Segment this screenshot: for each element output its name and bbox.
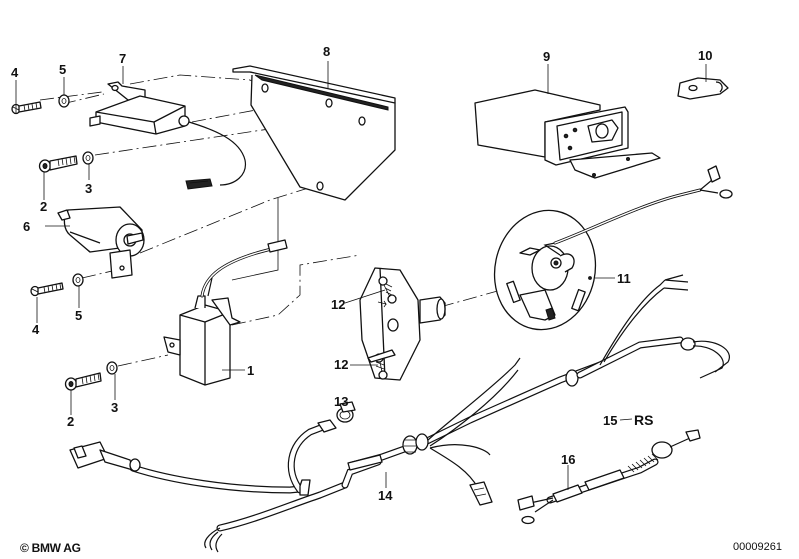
callout-1: 1 (247, 363, 255, 378)
callout-7: 7 (119, 51, 127, 66)
callout-2-top: 2 (40, 199, 48, 214)
callout-4-top: 4 (11, 65, 19, 80)
callout-8: 8 (323, 44, 331, 59)
callout-15: 15 (603, 413, 618, 428)
reference-number: 00009261 (733, 541, 782, 553)
lockwasher-3-bottom (106, 361, 118, 375)
callout-11: 11 (617, 271, 631, 286)
callout-2-bottom: 2 (67, 414, 75, 429)
socket-screw-2-bottom (64, 372, 102, 391)
shielded-lead-16 (517, 429, 701, 525)
coil-module-1 (163, 239, 288, 386)
capacitor-6 (57, 206, 145, 279)
bracket-8 (232, 65, 396, 201)
callout-15-suffix: RS (634, 412, 654, 428)
washer-5-top (58, 94, 70, 108)
advance-plate-12 (359, 267, 446, 381)
callout-16: 16 (561, 452, 576, 467)
callout-14: 14 (378, 488, 393, 503)
screw-4-bottom (30, 282, 64, 297)
callout-6: 6 (23, 219, 31, 234)
callout-12-bottom: 12 (334, 357, 349, 372)
leader-lines (15, 61, 707, 490)
lockwasher-3-top (82, 151, 94, 165)
holder-10 (677, 77, 729, 100)
copyright-notice: © BMW AG (20, 541, 81, 555)
callout-5-top: 5 (59, 62, 67, 77)
callout-4-bottom: 4 (32, 322, 40, 337)
callout-3-bottom: 3 (111, 400, 119, 415)
wiring-harness-14 (69, 274, 730, 553)
callout-12-top: 12 (331, 297, 346, 312)
clamp-13 (336, 401, 356, 423)
screw-4-top (11, 101, 42, 115)
callout-5-bottom: 5 (75, 308, 83, 323)
callout-13: 13 (334, 394, 349, 409)
washer-5-bottom (72, 273, 84, 287)
callout-9: 9 (543, 49, 551, 64)
switching-unit-9 (474, 89, 661, 179)
breaker-plate-11 (493, 165, 733, 331)
callout-10: 10 (698, 48, 713, 63)
callout-3-top: 3 (85, 181, 93, 196)
socket-screw-2-top (38, 155, 78, 173)
control-unit-7 (89, 81, 247, 190)
